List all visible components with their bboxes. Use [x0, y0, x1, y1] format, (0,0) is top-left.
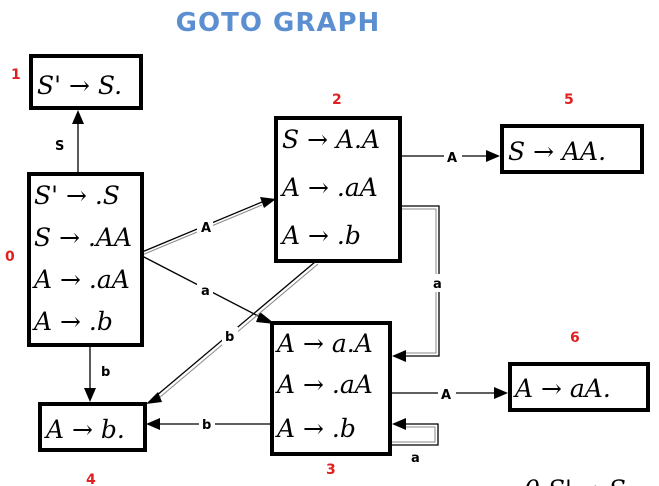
state-4-number: 4: [86, 472, 96, 486]
state-2-item: S → A.A: [282, 125, 380, 154]
state-2-box: [274, 116, 402, 263]
edge-labels: S A a b A a b A b a: [55, 139, 462, 466]
state-0: S' → .S S → .AA A → .aA A → .b 0: [5, 172, 144, 347]
edge-2-5-arrowhead: [486, 150, 500, 162]
edge-label-bg: [438, 386, 456, 402]
edge-3-3-arrowhead: [392, 418, 406, 430]
state-1-box: [29, 54, 143, 110]
edge-label-bg: [431, 274, 447, 292]
state-3-box: [270, 321, 392, 456]
state-1: S' → S. 1: [11, 54, 143, 110]
edge-label-0-2: A: [201, 221, 211, 236]
edge-label-3-4: b: [202, 418, 211, 433]
edge-label-3-6: A: [441, 388, 451, 403]
state-0-number: 0: [5, 249, 15, 265]
edge-0-2-arrowhead: [260, 197, 276, 208]
edge-label-bg: [222, 327, 238, 345]
state-6-box: [508, 362, 650, 412]
edge-label-0-4: b: [101, 365, 110, 380]
edges: [72, 110, 508, 446]
state-3-item: A → a.A: [275, 329, 373, 358]
edge-label-bg: [199, 416, 215, 432]
state-3: A → a.A A → .aA A → .b 3: [270, 321, 392, 478]
state-1-number: 1: [11, 67, 21, 83]
state-4: A → b. 4: [38, 402, 147, 486]
edge-2-4-shadow: [158, 263, 319, 399]
state-5-box: [500, 124, 644, 174]
edge-label-2-4: b: [225, 330, 234, 345]
edge-3-4-arrowhead: [146, 418, 160, 430]
diagram-title: GOTO GRAPH: [176, 8, 381, 38]
state-2-number: 2: [332, 92, 342, 108]
state-5-item: S → AA.: [508, 137, 606, 166]
edge-label-0-1: S: [55, 139, 64, 154]
state-2: S → A.A A → .aA A → .b 2: [274, 92, 402, 263]
state-0-item: S' → .S: [34, 181, 120, 210]
state-3-number: 3: [326, 462, 336, 478]
state-6-item: A → aA.: [513, 374, 611, 403]
footer-fragment: 0 S' → S: [524, 475, 626, 486]
state-6-number: 6: [570, 330, 580, 346]
state-4-item: A → b.: [44, 415, 125, 444]
edge-0-4-arrowhead: [84, 388, 96, 402]
state-3-item: A → .b: [275, 414, 356, 443]
state-0-item: S → .AA: [34, 223, 132, 252]
state-6: A → aA. 6: [508, 330, 650, 412]
state-0-item: A → .b: [32, 307, 113, 336]
state-3-item: A → .aA: [275, 370, 373, 399]
state-5: S → AA. 5: [500, 92, 644, 174]
state-0-item: A → .aA: [32, 265, 130, 294]
edge-label-0-3: a: [201, 284, 210, 299]
state-0-box: [27, 172, 144, 347]
state-1-item: S' → S.: [37, 71, 122, 100]
state-2-item: A → .b: [280, 221, 361, 250]
edge-label-bg: [444, 149, 462, 165]
edge-3-3-shadow: [391, 426, 436, 443]
edge-label-2-3: a: [433, 277, 442, 292]
edge-0-1-arrowhead: [72, 110, 84, 124]
state-2-item: A → .aA: [280, 173, 378, 202]
edge-2-3-shadow: [401, 208, 437, 354]
state-5-number: 5: [564, 92, 574, 108]
edge-label-3-3: a: [411, 451, 420, 466]
edge-3-3-line: [391, 423, 439, 446]
edge-2-3-arrowhead: [392, 350, 406, 362]
edge-label-2-5: A: [447, 151, 457, 166]
edge-3-6-arrowhead: [494, 387, 508, 399]
edge-label-bg: [197, 281, 213, 299]
edge-2-4-arrowhead: [146, 392, 162, 404]
state-4-box: [38, 402, 147, 452]
edge-label-bg: [197, 218, 213, 236]
